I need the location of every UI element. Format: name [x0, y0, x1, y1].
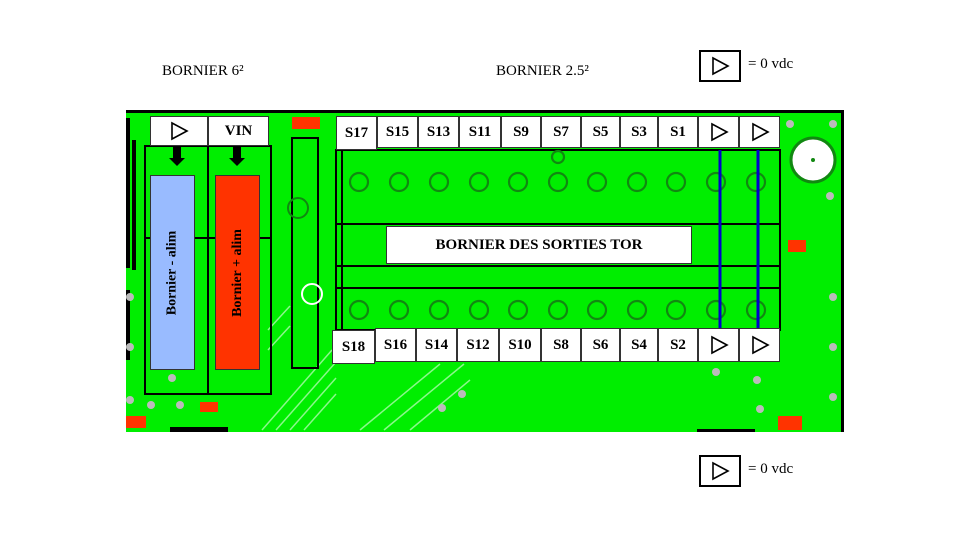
small-components [126, 117, 806, 430]
output-cell-s16: S16 [375, 328, 416, 362]
bornier-plus-label: Bornier + alim [229, 228, 245, 317]
output-cell-s7: S7 [541, 116, 581, 148]
bornier-minus-label: Bornier - alim [164, 230, 180, 315]
vertical-component [291, 137, 319, 369]
title-bornier-6: BORNIER 6² [162, 63, 244, 79]
output-cell-s9: S9 [501, 116, 541, 148]
bornier-minus-alim: Bornier - alim [150, 175, 195, 370]
triangle-icon [171, 121, 189, 141]
bornier-sorties-tor-banner: BORNIER DES SORTIES TOR [386, 226, 692, 264]
triangle-icon [751, 122, 770, 142]
terminal-row-top [348, 149, 767, 193]
bornier-plus-alim: Bornier + alim [215, 175, 260, 370]
output-ground-cell-bottom-2 [739, 328, 780, 362]
triangle-icon [710, 122, 729, 142]
edge-bar [132, 140, 136, 270]
output-cell-s3: S3 [620, 116, 658, 148]
via-dots [126, 120, 837, 413]
legend-ground-symbol-top [699, 50, 741, 82]
output-cell-s8: S8 [541, 328, 581, 362]
title-bornier-2-5: BORNIER 2.5² [496, 63, 589, 79]
arrow-down-icons [169, 146, 245, 166]
hatch-traces [261, 305, 471, 431]
triangle-icon [751, 335, 770, 355]
output-cell-s15: S15 [377, 116, 418, 148]
output-cell-s14: S14 [416, 328, 457, 362]
triangle-icon [712, 461, 730, 481]
output-cell-s10: S10 [499, 328, 541, 362]
output-ground-cell-top-2 [739, 116, 780, 148]
triangle-icon [712, 56, 730, 76]
output-cell-s4: S4 [620, 328, 658, 362]
power-vin-cell: VIN [208, 116, 269, 146]
edge-bar [126, 290, 130, 360]
output-cell-s5: S5 [581, 116, 620, 148]
terminal-row-bottom [348, 299, 767, 321]
output-cell-s6: S6 [581, 328, 620, 362]
legend-text-top: = 0 vdc [748, 56, 794, 72]
output-ground-cell-top-1 [698, 116, 739, 148]
output-ground-cell-bottom-1 [698, 328, 739, 362]
legend-text-bottom: = 0 vdc [748, 461, 794, 477]
output-cell-s17: S17 [336, 116, 377, 150]
legend-ground-symbol-bottom [699, 455, 741, 487]
power-ground-cell [150, 116, 208, 146]
output-cell-s2: S2 [658, 328, 698, 362]
output-cell-s18: S18 [332, 330, 375, 364]
output-cell-s11: S11 [459, 116, 501, 148]
triangle-icon [710, 335, 729, 355]
output-cell-s13: S13 [418, 116, 459, 148]
output-cell-s1: S1 [658, 116, 698, 148]
output-cell-s12: S12 [457, 328, 499, 362]
edge-bar [126, 118, 130, 268]
